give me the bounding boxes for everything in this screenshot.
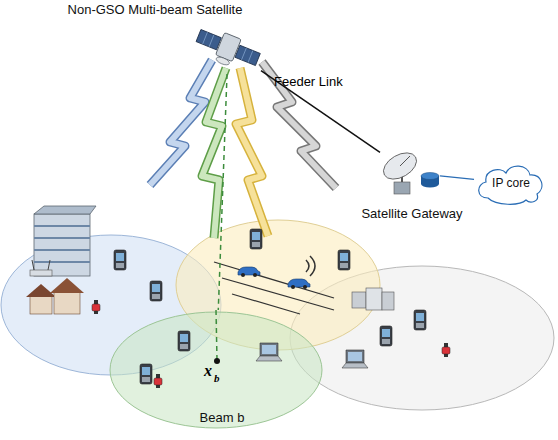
building [34, 206, 96, 276]
laptop-icon [342, 350, 368, 368]
phone-icon [114, 250, 126, 270]
gateway-dish-icon [380, 148, 440, 198]
node-label: Non-GSO Multi-beam Satellite [25, 2, 285, 17]
lightning-bolt [150, 60, 212, 185]
link-line [440, 176, 474, 179]
satellite-node: Non-GSO Multi-beam Satellite [195, 22, 261, 74]
link-line [261, 71, 380, 153]
car-icon [238, 267, 260, 277]
beam-ellipse [290, 266, 554, 410]
phone-icon [414, 310, 426, 330]
lightning-bolt [236, 68, 268, 236]
wifi-symbol [306, 256, 315, 276]
car-icon [288, 279, 310, 289]
lightning-bolt [236, 68, 268, 236]
watch-icon [442, 343, 450, 357]
phone-icon [150, 281, 162, 301]
gateway-node: Satellite Gateway [380, 148, 440, 198]
phone-icon [380, 326, 392, 346]
node-label: Beam b [172, 410, 272, 425]
cloud-node: IP core [474, 158, 548, 208]
point-symbol: x [204, 362, 212, 380]
link-line [218, 74, 227, 310]
router [30, 260, 52, 276]
phone-icon [250, 229, 262, 249]
lightning-bolt [202, 68, 226, 238]
houses [26, 278, 84, 314]
node-label: IP core [474, 176, 548, 190]
node-label: Satellite Gateway [352, 206, 472, 221]
satellite-icon [195, 22, 261, 74]
phone-icon [338, 250, 350, 270]
road [214, 262, 334, 314]
computer-cluster [352, 288, 394, 310]
link-label: Feeder Link [274, 74, 343, 89]
watch-icon [92, 300, 100, 314]
lightning-bolt [150, 60, 212, 185]
point-subscript: b [214, 372, 220, 384]
beam-node: Beam b [108, 310, 324, 432]
lightning-bolt [202, 68, 226, 238]
